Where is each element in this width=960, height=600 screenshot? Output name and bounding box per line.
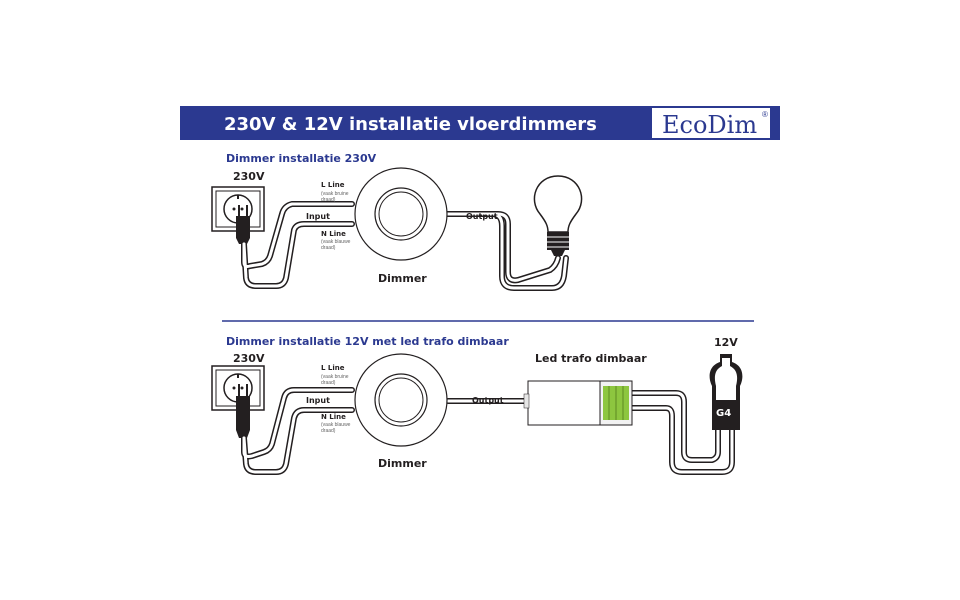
bulb-voltage: 12V	[714, 336, 738, 349]
section2-l-line-note-2: draad)	[321, 380, 336, 386]
header-banner: 230V & 12V installatie vloerdimmers EcoD…	[180, 106, 780, 140]
dimmer-230v	[354, 167, 448, 261]
section-230v: Dimmer installatie 230V 230V	[211, 152, 583, 291]
section2-l-line-note-1: (vaak bruine	[321, 374, 349, 380]
section1-heading: Dimmer installatie 230V	[226, 152, 377, 165]
section2-voltage: 230V	[233, 352, 265, 365]
section1-n-line-note-1: (vaak blauwe	[321, 239, 351, 245]
g4-bulb: G4	[709, 354, 743, 430]
section2-input: Input	[306, 396, 330, 405]
header-title: 230V & 12V installatie vloerdimmers	[224, 114, 597, 135]
section1-output: Output	[466, 212, 498, 221]
trafo-label: Led trafo dimbaar	[535, 352, 647, 365]
power-plug-2	[236, 384, 250, 438]
section2-l-line: L Line	[321, 364, 345, 372]
bulb-type: G4	[716, 408, 731, 419]
section1-input: Input	[306, 212, 330, 221]
section2-dimmer-label: Dimmer	[378, 457, 427, 470]
wires-section1-inner	[242, 202, 568, 290]
section2-n-line: N Line	[321, 413, 346, 421]
section-12v: Dimmer installatie 12V met led trafo dim…	[211, 335, 743, 475]
section2-n-line-note-2: draad)	[321, 428, 336, 434]
section2-n-line-note-1: (vaak blauwe	[321, 422, 351, 428]
section1-dimmer-label: Dimmer	[378, 272, 427, 285]
ecodim-logo: EcoDim ®	[652, 108, 770, 139]
section1-n-line: N Line	[321, 230, 346, 238]
led-trafo	[523, 380, 633, 426]
section2-output: Output	[472, 396, 504, 405]
section1-n-line-note-2: draad)	[321, 245, 336, 251]
power-plug	[236, 205, 250, 244]
section1-l-line: L Line	[321, 181, 345, 189]
ecodim-logo-reg: ®	[762, 110, 768, 119]
section1-l-line-note-1: (vaak bruine	[321, 191, 349, 197]
wires-section2-inner	[242, 388, 734, 474]
ecodim-logo-text: EcoDim	[662, 111, 757, 139]
dimmer-12v	[354, 353, 448, 447]
section2-heading: Dimmer installatie 12V met led trafo dim…	[226, 335, 509, 348]
light-bulb	[533, 175, 583, 256]
section1-voltage: 230V	[233, 170, 265, 183]
section1-l-line-note-2: draad)	[321, 197, 336, 203]
